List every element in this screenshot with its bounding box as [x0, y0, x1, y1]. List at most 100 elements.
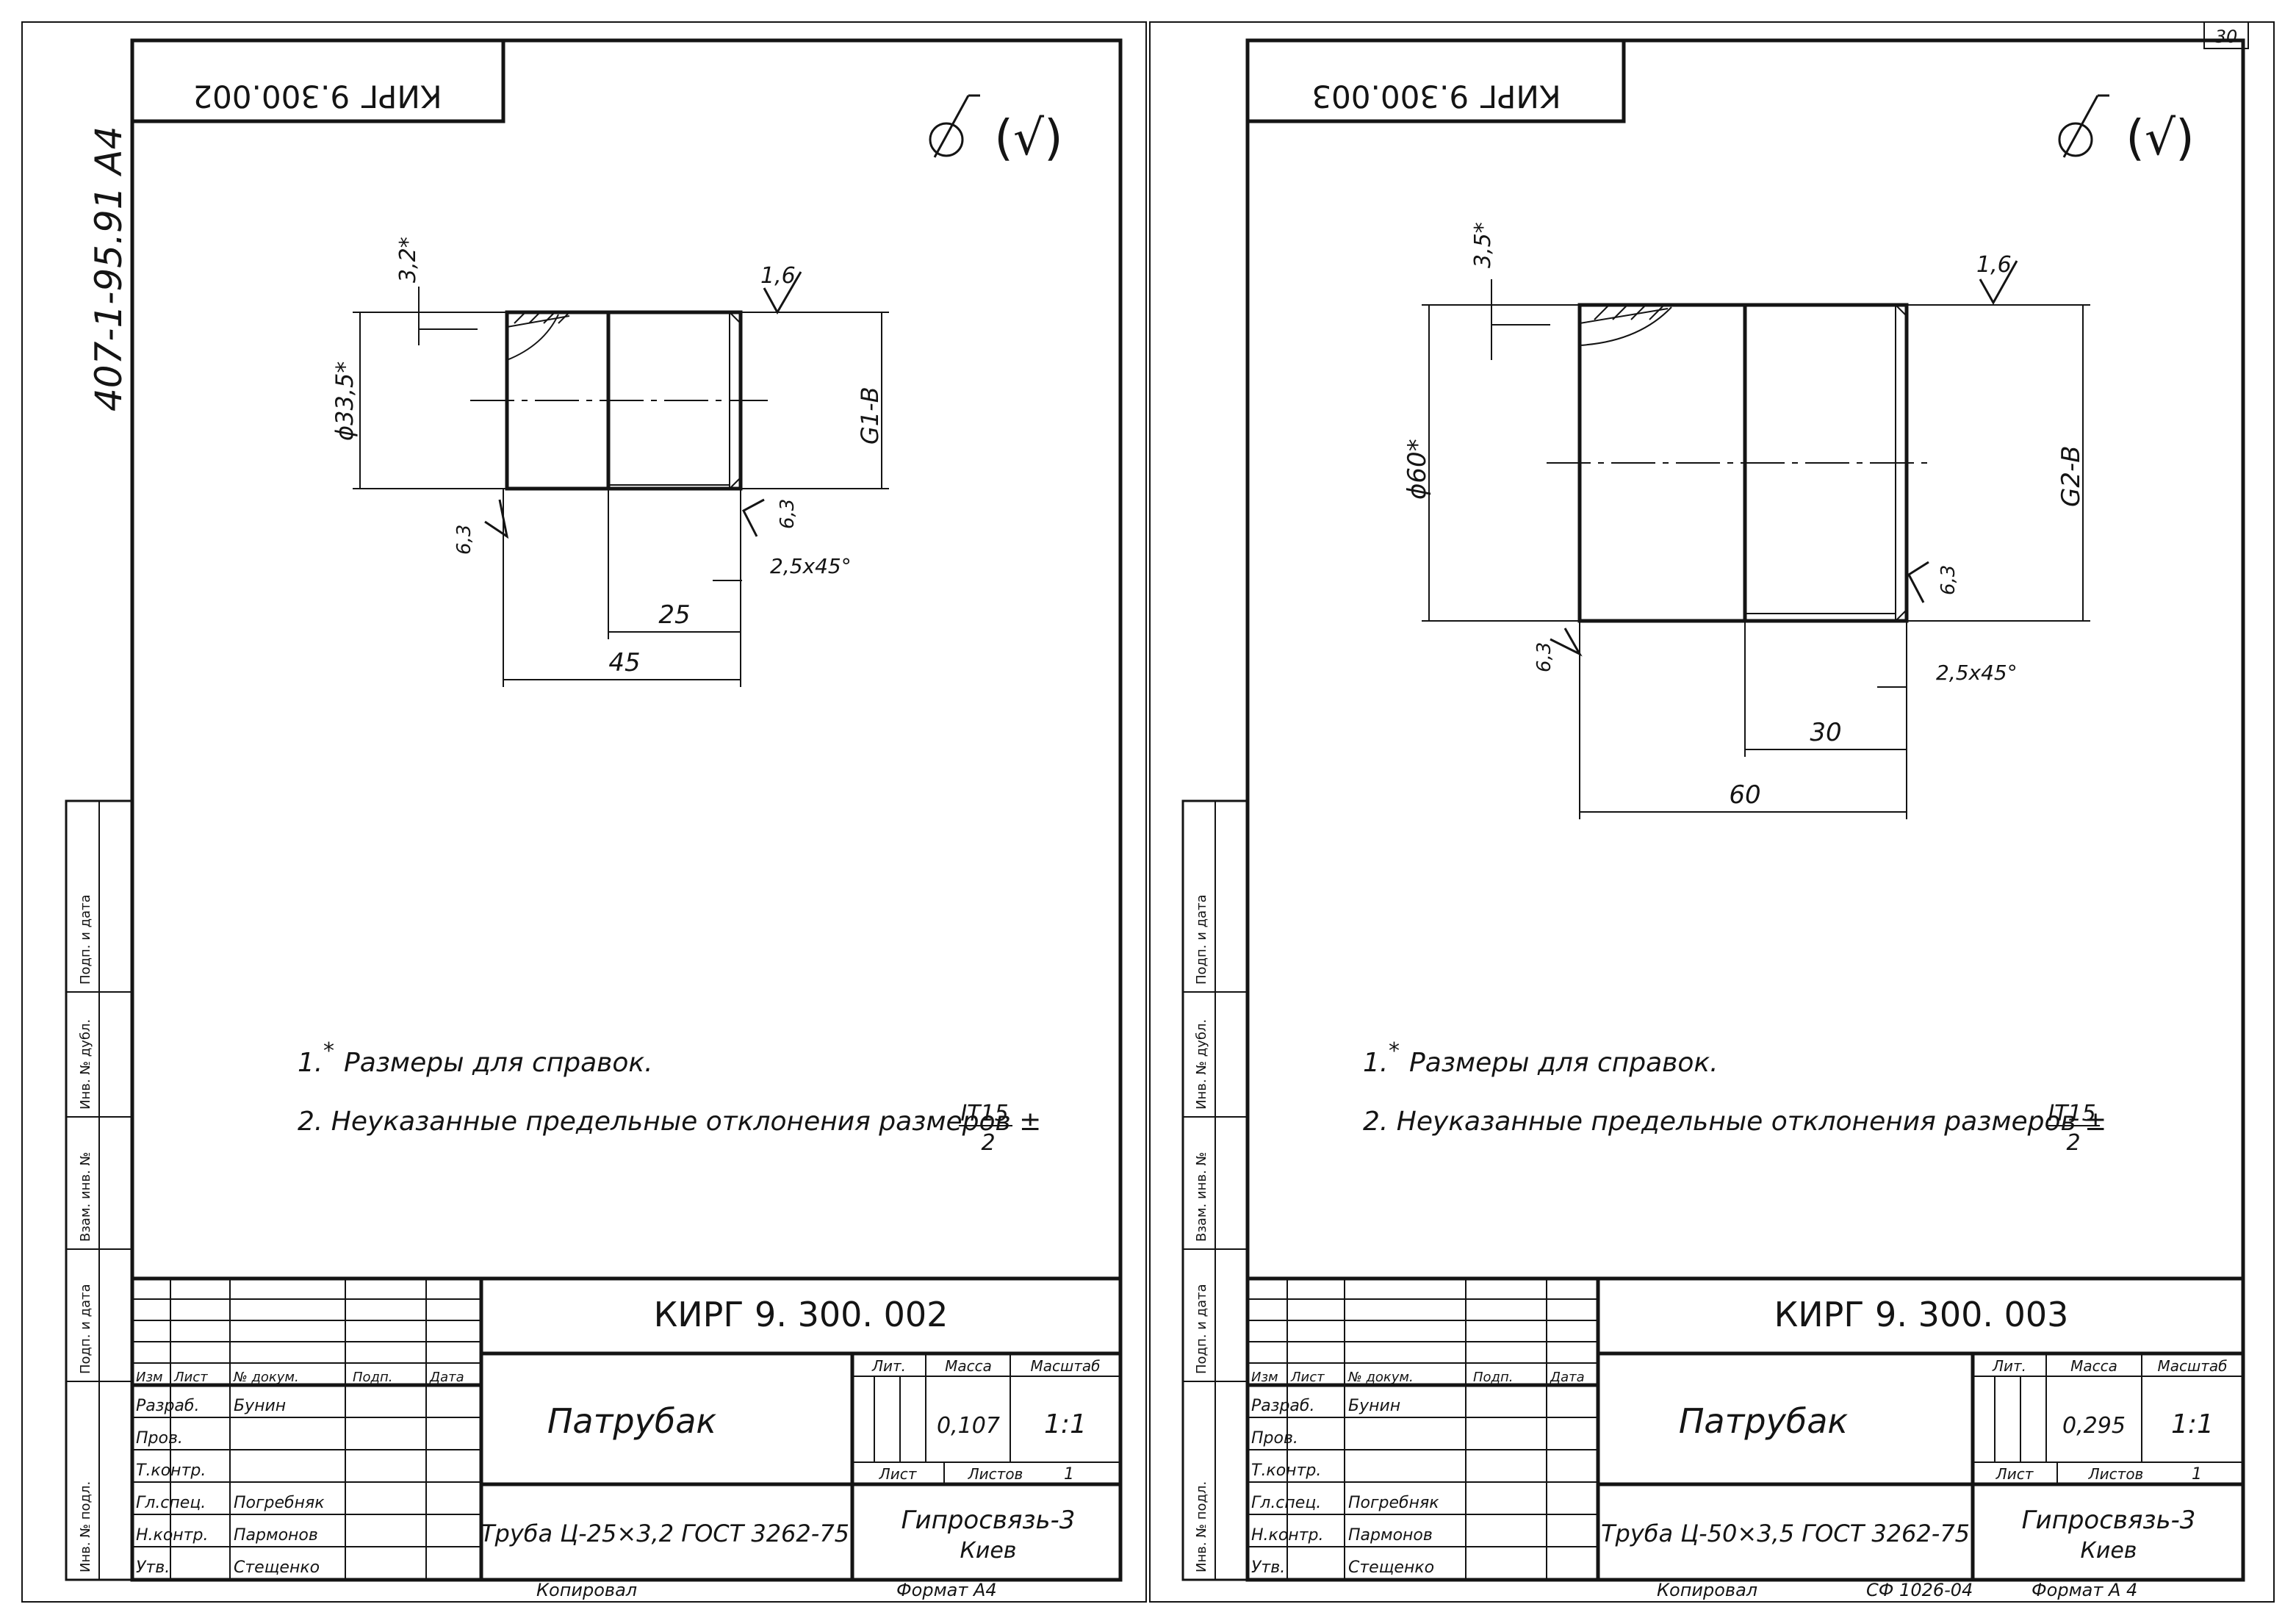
- tb-name-approved: Стещенко: [1348, 1558, 1434, 1577]
- dim-thread-length: 30: [1810, 718, 1841, 747]
- tb-role-checker: Пров.: [1251, 1429, 1298, 1448]
- footer-format-right: Формат А 4: [2032, 1580, 2137, 1600]
- tb-material: Труба Ц-50×3,5 ГОСТ 3262-75: [1601, 1520, 1970, 1547]
- tb-city: Киев: [960, 1538, 1017, 1564]
- tb-sheets-label: Листов: [968, 1465, 1023, 1483]
- tb-header-sign: Подп.: [353, 1370, 392, 1385]
- tb-sheets-count: 1: [2192, 1465, 2202, 1484]
- tb-header-change: Изм: [136, 1370, 163, 1385]
- note-2-fraction-numerator: IT15: [2048, 1101, 2095, 1126]
- tb-scale-label: Масштаб: [1030, 1357, 1100, 1375]
- tb-document-code: КИРГ 9. 300. 002: [654, 1295, 949, 1334]
- tb-header-date: Дата: [429, 1370, 464, 1385]
- stamp-label-sign-1: Подп. и дата: [78, 894, 93, 985]
- tb-name-chief-spec: Погребняк: [1348, 1494, 1439, 1512]
- stamp-label-repl-inv: Взам. инв. №: [1194, 1152, 1209, 1242]
- tb-header-change: Изм: [1251, 1370, 1278, 1385]
- note-1-number: 1.: [1363, 1048, 1388, 1078]
- dim-roughness-left: 6,3: [1533, 642, 1555, 672]
- note-1-number: 1.: [298, 1048, 323, 1078]
- tb-role-developer: Разраб.: [1251, 1397, 1314, 1415]
- footer-copied: Копировал: [536, 1580, 637, 1600]
- tb-city: Киев: [2081, 1538, 2137, 1564]
- dim-wall-thickness: 3,2*: [395, 237, 421, 283]
- tb-header-date: Дата: [1550, 1370, 1585, 1385]
- part-drawing: [1422, 260, 2090, 819]
- tb-role-norm-control: Н.контр.: [136, 1526, 208, 1545]
- note-2-fraction-denominator: 2: [981, 1130, 995, 1156]
- dim-roughness-bore: 6,3: [1937, 565, 1959, 595]
- margin-stamp: 407-1-95.91 A4: [87, 126, 130, 411]
- part-drawing: [353, 271, 889, 687]
- tb-part-name: Патрубак: [1679, 1401, 1849, 1441]
- stamp-label-repl-inv: Взам. инв. №: [78, 1152, 93, 1242]
- tb-mass-value: 0,107: [937, 1413, 1000, 1439]
- note-2-fraction-numerator: IT15: [960, 1101, 1008, 1126]
- general-roughness-icon: [2058, 94, 2109, 158]
- right-side-stamp: Подп. и дата Инв. № дубл. Взам. инв. № П…: [1181, 799, 1249, 1581]
- stamp-label-orig-inv: Инв. № подл.: [1194, 1481, 1209, 1572]
- dim-thread-length: 25: [658, 600, 690, 630]
- left-sheet-outer-frame: [21, 21, 1147, 1603]
- stamp-label-orig-inv: Инв. № подл.: [78, 1481, 93, 1572]
- tb-material: Труба Ц-25×3,2 ГОСТ 3262-75: [481, 1520, 849, 1547]
- tb-role-tech-control: Т.контр.: [1251, 1461, 1321, 1480]
- tb-organization: Гипросвязь-3: [902, 1506, 1076, 1535]
- tb-header-docnum: № докум.: [233, 1370, 299, 1385]
- dim-overall-length: 60: [1729, 780, 1760, 810]
- tb-header-sign: Подп.: [1473, 1370, 1513, 1385]
- dim-thread: G2-B: [2056, 445, 2086, 507]
- note-2-text: 2. Неуказанные предельные отклонения раз…: [1363, 1107, 2106, 1137]
- dim-roughness-top: 1,6: [1976, 252, 2012, 278]
- tb-scale-value: 1:1: [2171, 1409, 2214, 1439]
- tb-lit-label: Лит.: [871, 1357, 906, 1375]
- tb-scale-value: 1:1: [1044, 1409, 1087, 1439]
- footer-format-left: Формат А4: [896, 1580, 997, 1600]
- tb-role-chief-spec: Гл.спец.: [1251, 1494, 1321, 1512]
- tb-header-sheet: Лист: [1290, 1370, 1325, 1385]
- tb-lit-label: Лит.: [1992, 1357, 2026, 1375]
- tb-sheet-label: Лист: [1995, 1465, 2034, 1483]
- tb-mass-label: Масса: [945, 1357, 992, 1375]
- tb-sheets-label: Листов: [2088, 1465, 2144, 1483]
- tb-role-developer: Разраб.: [136, 1397, 199, 1415]
- dim-chamfer: 2,5x45°: [1936, 661, 2018, 685]
- tb-role-approved: Утв.: [136, 1558, 170, 1577]
- tb-mass-value: 0,295: [2062, 1413, 2126, 1439]
- tb-role-checker: Пров.: [136, 1429, 183, 1448]
- tb-name-norm-control: Пармонов: [234, 1526, 318, 1545]
- tb-name-developer: Бунин: [1348, 1397, 1400, 1415]
- tb-mass-label: Масса: [2070, 1357, 2117, 1375]
- tb-document-code: КИРГ 9. 300. 003: [1774, 1295, 2069, 1334]
- dim-wall-thickness: 3,5*: [1470, 222, 1496, 268]
- page-number-box: [2203, 21, 2249, 49]
- note-1-star: *: [323, 1038, 334, 1064]
- stamp-label-dup-inv: Инв. № дубл.: [78, 1019, 93, 1110]
- mirror-code: КИРГ 9.300.002: [192, 79, 442, 115]
- note-2-fraction-denominator: 2: [2066, 1130, 2080, 1156]
- tb-header-sheet: Лист: [173, 1370, 208, 1385]
- general-roughness-icon: [929, 94, 980, 158]
- dim-chamfer: 2,5x45°: [770, 554, 852, 578]
- left-sheet-frame: [130, 38, 1123, 1582]
- mirror-code-box: [1245, 38, 1626, 123]
- dim-thread: G1-B: [856, 386, 884, 445]
- tb-sheet-label: Лист: [879, 1465, 918, 1483]
- tb-name-chief-spec: Погребняк: [234, 1494, 325, 1512]
- dim-roughness-left: 6,3: [453, 525, 475, 555]
- tb-scale-label: Масштаб: [2157, 1357, 2227, 1375]
- title-block: [130, 1276, 1123, 1582]
- right-sheet-frame: [1245, 38, 2245, 1582]
- footer-copied-right: Копировал: [1657, 1580, 1757, 1600]
- dim-roughness-bore: 6,3: [777, 499, 799, 529]
- tb-organization: Гипросвязь-3: [2022, 1506, 2196, 1535]
- tb-name-approved: Стещенко: [234, 1558, 320, 1577]
- tb-role-approved: Утв.: [1251, 1558, 1285, 1577]
- tb-name-developer: Бунин: [234, 1397, 286, 1415]
- dim-overall-length: 45: [608, 648, 640, 677]
- stamp-label-sign-2: Подп. и дата: [1194, 1284, 1209, 1374]
- title-block: [1245, 1276, 2245, 1582]
- tb-role-chief-spec: Гл.спец.: [136, 1494, 206, 1512]
- tb-header-docnum: № докум.: [1347, 1370, 1414, 1385]
